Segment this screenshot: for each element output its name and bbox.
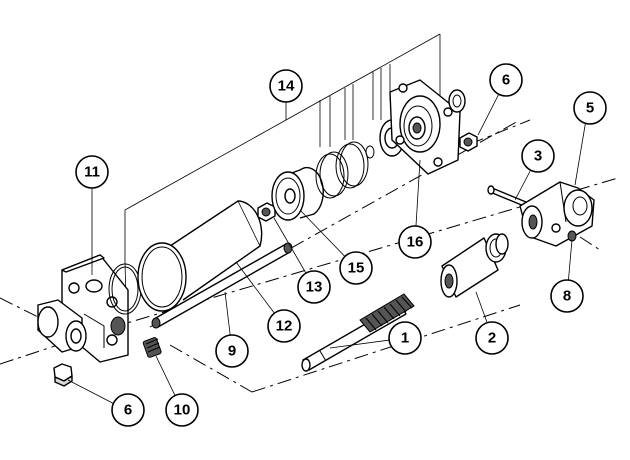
callout-label: 16 (407, 234, 424, 251)
callout-label: 11 (84, 164, 100, 181)
callout-8: 8 (550, 279, 584, 313)
callout-label: 3 (534, 148, 542, 165)
callout-label: 8 (563, 288, 571, 305)
callout-6-lower: 6 (111, 393, 145, 427)
part-barrel-tube (137, 200, 263, 312)
callout-2: 2 (475, 321, 509, 355)
callout-label: 5 (586, 100, 594, 117)
callout-13: 13 (297, 270, 331, 304)
part-set-screw (142, 337, 162, 358)
callout-5: 5 (573, 91, 607, 125)
callout-11: 11 (75, 155, 109, 189)
callout-label: 15 (348, 260, 365, 277)
callout-label: 14 (278, 78, 295, 95)
callout-9: 9 (215, 334, 249, 368)
part-rod-end-cap (389, 79, 461, 175)
callout-label: 10 (174, 402, 191, 419)
part-piston-seals (315, 119, 405, 199)
callout-label: 2 (488, 330, 496, 347)
part-rod-seal (448, 89, 466, 113)
part-piston-rod (301, 293, 415, 372)
assembly-leader-lines (124, 33, 441, 301)
callout-3: 3 (521, 139, 555, 173)
callout-leaders (67, 79, 589, 411)
callout-label: 9 (228, 343, 236, 360)
callout-label: 6 (502, 72, 510, 89)
part-rod-clevis (519, 181, 595, 247)
callout-10: 10 (165, 393, 199, 427)
part-clevis-end-cap (37, 254, 129, 363)
part-nut-lower (53, 363, 73, 387)
callout-6-upper: 6 (489, 63, 523, 97)
part-coupling-nut (440, 233, 509, 298)
part-piston (271, 166, 324, 221)
part-nut-upper (459, 132, 478, 152)
callout-14: 14 (269, 69, 303, 103)
callout-label: 6 (124, 402, 132, 419)
part-tie-rod (151, 242, 293, 329)
callout-1: 1 (388, 321, 422, 355)
callout-label: 13 (306, 279, 323, 296)
part-tie-rod-nut (257, 202, 276, 222)
callout-12: 12 (267, 309, 301, 343)
callout-label: 1 (401, 330, 409, 347)
callout-label: 12 (276, 318, 293, 335)
callout-15: 15 (339, 251, 373, 285)
callout-16: 16 (398, 225, 432, 259)
